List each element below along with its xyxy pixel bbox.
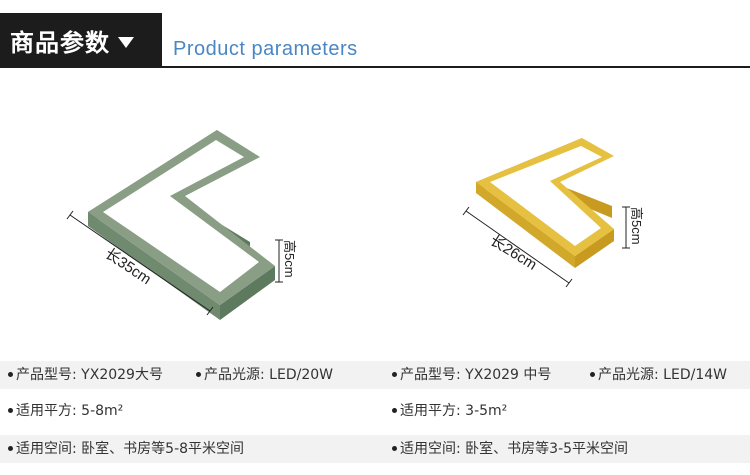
spec-medium-space: 适用空间: 卧室、书房等3-5平米空间 (392, 435, 628, 463)
bullet-icon (590, 371, 595, 377)
spec-medium-area: 适用平方: 3-5m² (392, 397, 507, 425)
lamp-medium-image: 长26cm 高5cm (462, 138, 644, 288)
lamp-large-length-dimension (66, 210, 214, 316)
lamp-large-body (88, 130, 275, 320)
spec-row-space: 适用空间: 卧室、书房等5-8平米空间 适用空间: 卧室、书房等3-5平米空间 (0, 435, 750, 463)
bullet-icon (196, 371, 201, 377)
bullet-icon (392, 407, 397, 413)
lamp-large-image: 长35cm 高5cm (66, 130, 297, 320)
bullet-icon (8, 445, 13, 451)
spec-row-model: 产品型号: YX2029大号 产品光源: LED/20W 产品型号: YX202… (0, 361, 750, 389)
bullet-icon (392, 445, 397, 451)
bullet-icon (392, 371, 397, 377)
spec-large-light: 产品光源: LED/20W (196, 361, 333, 389)
spec-large-model: 产品型号: YX2029大号 (8, 361, 163, 389)
spec-large-space: 适用空间: 卧室、书房等5-8平米空间 (8, 435, 244, 463)
section-title-en: Product parameters (173, 38, 358, 60)
header-divider (0, 66, 750, 68)
lamp-medium-body (476, 138, 614, 268)
section-title-box: 商品参数 (0, 13, 162, 67)
spec-medium-light: 产品光源: LED/14W (590, 361, 727, 389)
section-header: 商品参数 Product parameters (0, 0, 750, 70)
triangle-down-icon (118, 36, 134, 48)
lamp-large-height-dimension (275, 239, 283, 283)
spec-medium-model: 产品型号: YX2029 中号 (392, 361, 551, 389)
lamp-medium-length-label: 长26cm (487, 232, 540, 274)
spec-large-area: 适用平方: 5-8m² (8, 397, 123, 425)
lamp-large-height-label: 高5cm (282, 240, 297, 278)
spec-row-area: 适用平方: 5-8m² 适用平方: 3-5m² (0, 397, 750, 425)
section-title-cn: 商品参数 (10, 28, 110, 57)
lamp-medium-height-dimension (622, 206, 630, 249)
bullet-icon (8, 371, 13, 377)
bullet-icon (8, 407, 13, 413)
lamp-medium-length-dimension (462, 206, 573, 288)
lamp-medium-height-label: 高5cm (629, 207, 644, 245)
